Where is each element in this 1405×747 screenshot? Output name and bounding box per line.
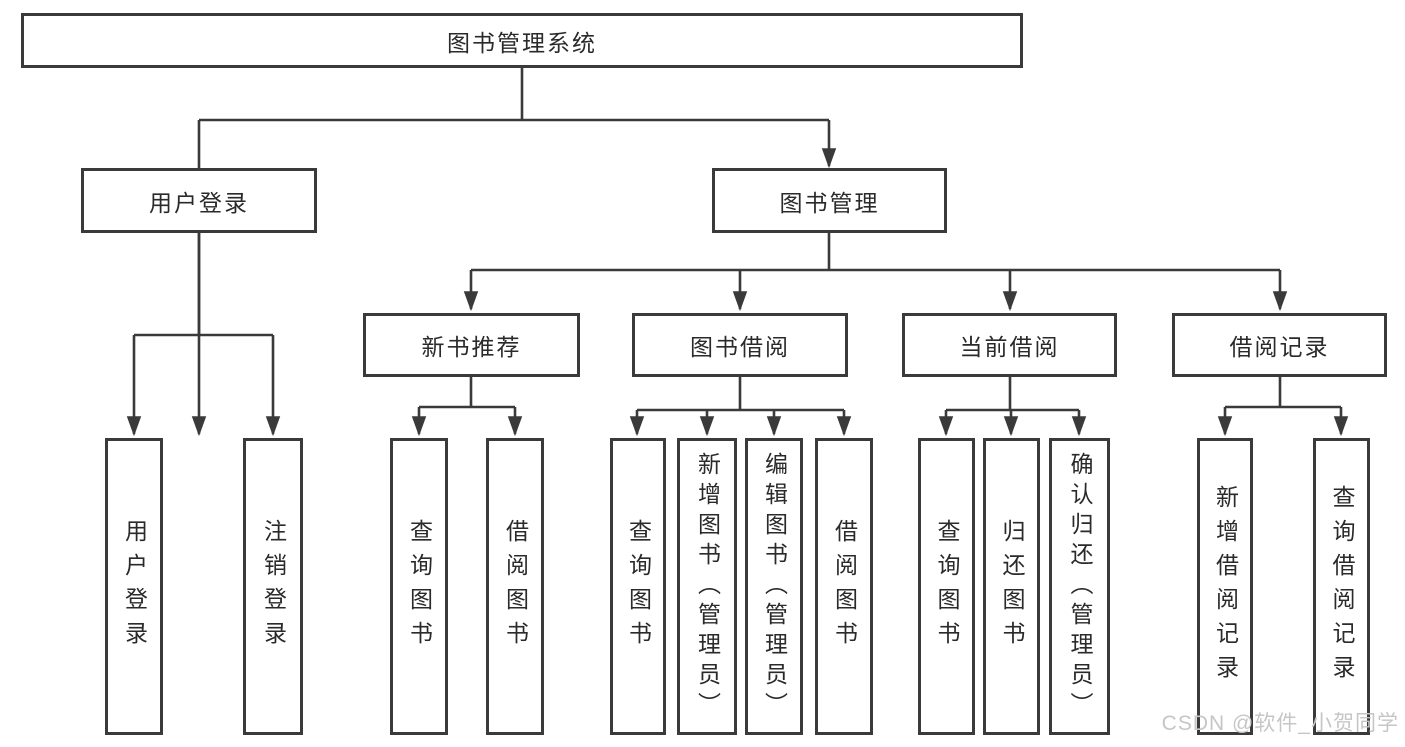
leaf-cb-return-books: 归还图书 (983, 438, 1040, 735)
leaf-br-add-record: 新增借阅记录 (1197, 438, 1253, 735)
leaf-bb-edit-books-admin: 编辑图书（管理员） (745, 438, 803, 735)
leaf-logout: 注销登录 (243, 438, 303, 735)
leaf-cb-return-books-label: 归还图书 (999, 518, 1025, 655)
leaf-bb-query-books: 查询图书 (610, 438, 666, 735)
leaf-cb-query-books: 查询图书 (918, 438, 975, 735)
leaf-bb-borrow-books-label: 借阅图书 (831, 518, 858, 655)
leaf-cb-query-books-label: 查询图书 (934, 518, 960, 655)
leaf-bb-query-books-label: 查询图书 (625, 518, 652, 655)
leaf-cb-confirm-return-admin: 确认归还（管理员） (1049, 438, 1110, 735)
leaf-nb-borrow-books: 借阅图书 (486, 438, 544, 735)
node-borrowing-records: 借阅记录 (1172, 313, 1387, 377)
leaf-user-login-label: 用户登录 (121, 518, 148, 655)
leaf-bb-edit-books-admin-label: 编辑图书（管理员） (761, 451, 788, 722)
leaf-nb-query-books-label: 查询图书 (406, 518, 433, 655)
leaf-user-login: 用户登录 (105, 438, 163, 735)
leaf-bb-add-books-admin: 新增图书（管理员） (677, 438, 737, 735)
leaf-nb-borrow-books-label: 借阅图书 (502, 518, 529, 655)
node-current-borrowing: 当前借阅 (902, 313, 1117, 377)
leaf-logout-label: 注销登录 (260, 518, 287, 655)
leaf-cb-confirm-return-admin-label: 确认归还（管理员） (1067, 451, 1093, 722)
node-book-management-branch: 图书管理 (712, 168, 947, 233)
leaf-br-add-record-label: 新增借阅记录 (1212, 484, 1239, 689)
leaf-bb-borrow-books: 借阅图书 (815, 438, 873, 735)
node-new-book-recommendation: 新书推荐 (363, 313, 580, 377)
leaf-br-query-record-label: 查询借阅记录 (1329, 484, 1355, 689)
node-book-borrowing: 图书借阅 (632, 313, 848, 377)
leaf-nb-query-books: 查询图书 (390, 438, 448, 735)
node-root-library-management-system: 图书管理系统 (21, 13, 1023, 68)
leaf-bb-add-books-admin-label: 新增图书（管理员） (694, 451, 721, 722)
leaf-br-query-record: 查询借阅记录 (1313, 438, 1370, 735)
csdn-watermark: CSDN @软件_小贺同学 (1161, 712, 1399, 735)
node-user-login-branch: 用户登录 (81, 168, 317, 233)
